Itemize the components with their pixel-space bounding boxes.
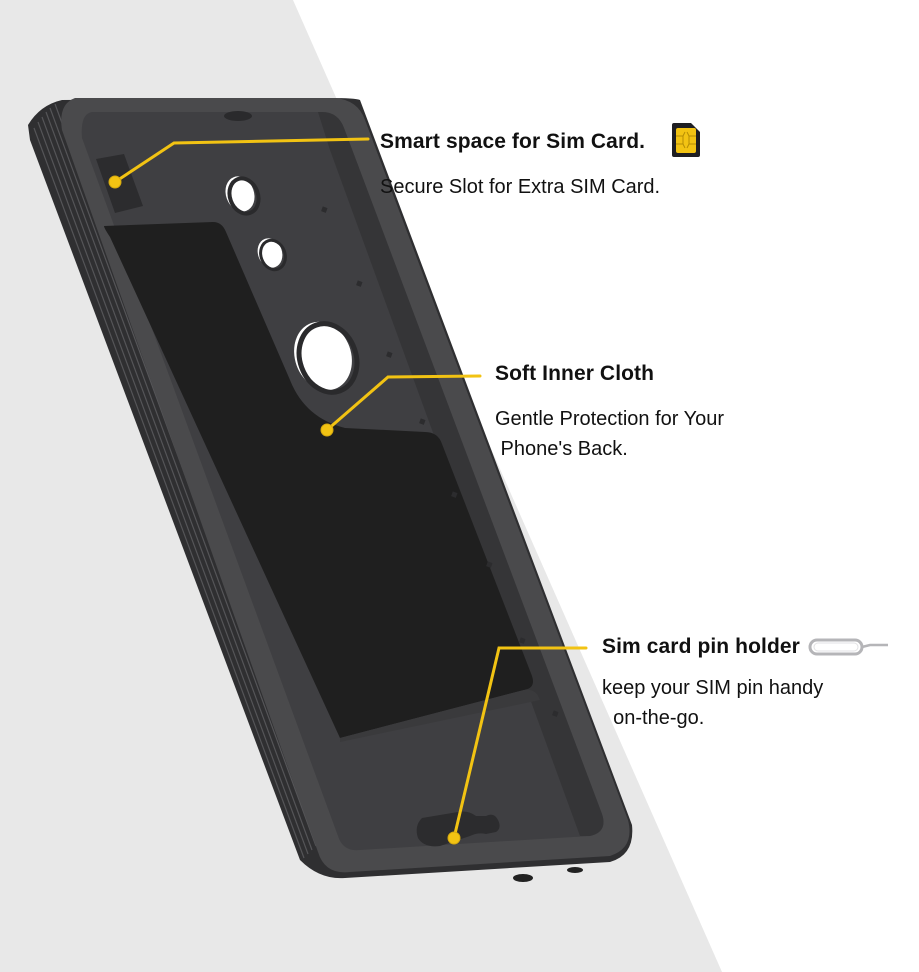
callout-description: Gentle Protection for Your Phone's Back. [495, 408, 725, 460]
callout-description: keep your SIM pin handy on-the-go. [602, 677, 824, 729]
callout-lines [113, 137, 588, 840]
callout-title: Sim card pin holder [602, 635, 800, 658]
callout-dot-sim [108, 175, 122, 189]
sim-eject-pin-icon [808, 636, 888, 658]
sim-card-icon [671, 122, 701, 158]
phone-case [28, 98, 633, 882]
soft-inner-cloth [104, 222, 533, 738]
callout-title: Smart space for Sim Card. [380, 130, 646, 153]
callout-description: Secure Slot for Extra SIM Card. [380, 176, 661, 198]
pin-holder-slot [416, 811, 500, 847]
callout-sim-pin-holder: Sim card pin holder keep your SIM pin ha… [602, 635, 888, 733]
callout-title: Soft Inner Cloth [495, 362, 655, 385]
callout-dot-pin [447, 831, 461, 845]
callout-dot-cloth [320, 423, 334, 437]
callout-soft-inner-cloth: Soft Inner Cloth Gentle Protection for Y… [495, 362, 724, 464]
callout-sim-card: Smart space for Sim Card. Secure Slot fo… [380, 122, 701, 202]
camera-hole-3 [294, 321, 352, 391]
